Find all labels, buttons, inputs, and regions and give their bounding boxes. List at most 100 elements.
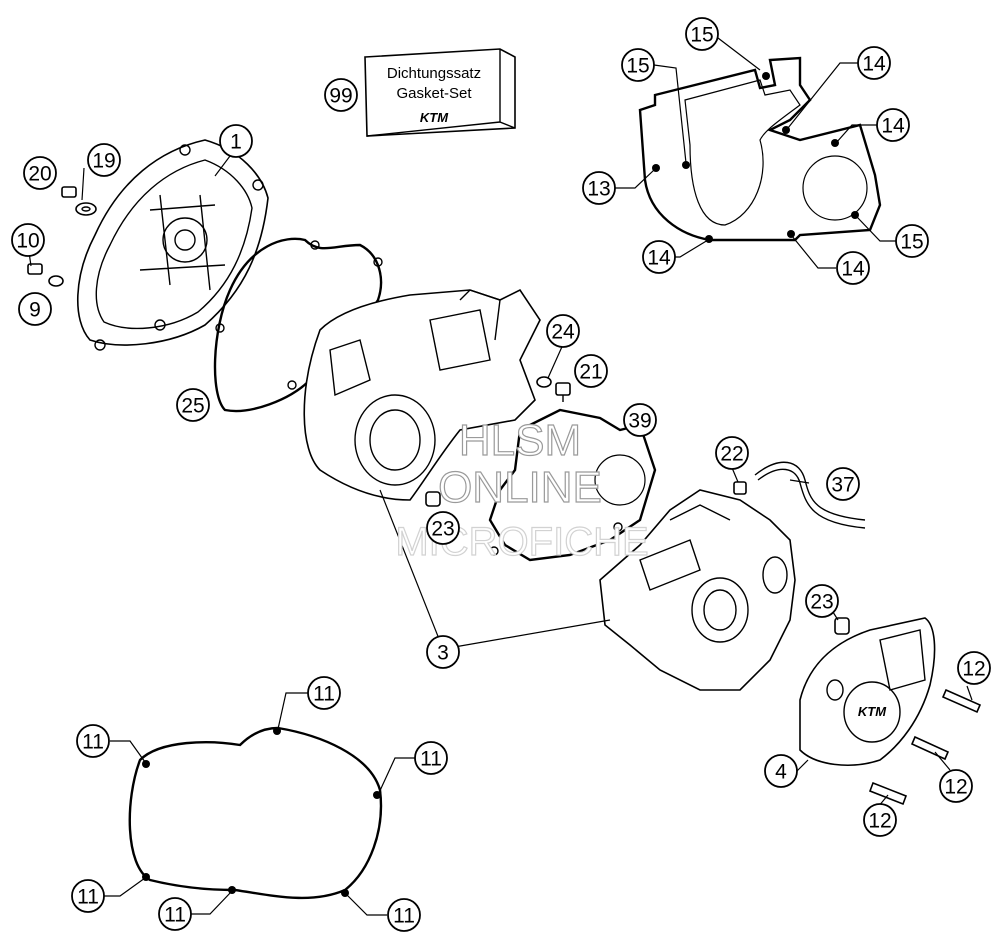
callout-number: 10 <box>16 230 39 253</box>
callout-circle <box>23 156 57 190</box>
callout-number: 11 <box>82 731 104 754</box>
clutch-cover-gasket-upper <box>638 56 882 243</box>
callout-13: 13 <box>582 171 616 205</box>
callout-22: 22 <box>715 436 749 470</box>
callout-11: 11 <box>387 898 421 932</box>
callout-11: 11 <box>414 741 448 775</box>
clutch-cover-bolts <box>868 688 982 806</box>
callout-circle <box>715 436 749 470</box>
callout-circle <box>685 17 719 51</box>
watermark-line-2: ONLINE <box>438 463 602 512</box>
callout-number: 12 <box>962 658 985 681</box>
callout-number: 11 <box>77 886 99 909</box>
callout-number: 4 <box>775 761 787 784</box>
callout-number: 11 <box>313 683 335 706</box>
ignition-cover <box>76 139 269 351</box>
callout-12: 12 <box>957 651 991 685</box>
gasket-set-german-label: Dichtungssatz <box>387 65 481 82</box>
callout-9: 9 <box>18 292 52 326</box>
callout-circle <box>546 314 580 348</box>
callout-number: 1 <box>230 131 242 154</box>
callout-number: 11 <box>420 748 442 771</box>
callout-circle <box>219 124 253 158</box>
callout-number: 14 <box>647 247 671 270</box>
callout-circle <box>826 467 860 501</box>
callout-15: 15 <box>621 48 655 82</box>
callout-number: 14 <box>881 115 905 138</box>
callout-24: 24 <box>546 314 580 348</box>
callout-14: 14 <box>642 240 676 274</box>
callout-number: 24 <box>551 321 575 344</box>
callout-circle <box>957 651 991 685</box>
callout-15: 15 <box>895 224 929 258</box>
callout-number: 14 <box>862 53 886 76</box>
leader-lines <box>28 37 973 916</box>
right-crankcase-half <box>599 489 796 691</box>
callout-number: 22 <box>720 443 743 466</box>
callout-circle <box>574 354 608 388</box>
callout-circle <box>895 224 929 258</box>
callout-number: 9 <box>29 299 41 322</box>
callout-number: 13 <box>587 178 610 201</box>
callout-39: 39 <box>623 403 657 437</box>
dowel-sleeve-left <box>425 491 441 507</box>
gasket-11 <box>128 726 383 900</box>
callout-37: 37 <box>826 467 860 501</box>
callout-circle <box>176 388 210 422</box>
callout-circle <box>642 240 676 274</box>
callout-11: 11 <box>307 676 341 710</box>
callout-circle <box>307 676 341 710</box>
watermark-line-1: HLSM <box>459 416 581 465</box>
callout-12: 12 <box>863 803 897 837</box>
callout-11: 11 <box>158 897 192 931</box>
callout-circle <box>71 879 105 913</box>
callout-circle <box>158 897 192 931</box>
callout-14: 14 <box>857 46 891 80</box>
fasteners-24-21 <box>536 376 571 402</box>
callout-number: 23 <box>810 591 833 614</box>
callout-3: 3 <box>426 635 460 669</box>
callout-number: 99 <box>329 85 352 108</box>
callout-number: 37 <box>831 474 854 497</box>
callout-number: 25 <box>181 395 204 418</box>
callout-number: 21 <box>579 361 602 384</box>
callout-23: 23 <box>426 511 460 545</box>
callout-number: 15 <box>626 55 649 78</box>
callout-circle <box>764 754 798 788</box>
callout-circle <box>582 171 616 205</box>
callout-number: 14 <box>841 258 865 281</box>
callout-circle <box>857 46 891 80</box>
small-fasteners-left <box>27 186 97 287</box>
callout-11: 11 <box>76 724 110 758</box>
callout-number: 20 <box>28 163 51 186</box>
callout-circle <box>426 511 460 545</box>
callout-15: 15 <box>685 17 719 51</box>
left-crankcase-half <box>303 288 541 501</box>
gasket-set-box: Dichtungssatz Gasket-Set KTM <box>364 48 516 137</box>
callout-circle <box>805 584 839 618</box>
callout-number: 11 <box>164 904 186 927</box>
callout-circle <box>621 48 655 82</box>
callout-circle <box>18 292 52 326</box>
callout-21: 21 <box>574 354 608 388</box>
callout-number: 12 <box>944 776 967 799</box>
dowel-sleeve-right <box>834 617 850 635</box>
callout-circle <box>426 635 460 669</box>
callout-4: 4 <box>764 754 798 788</box>
breather-hose <box>733 461 866 529</box>
callout-12: 12 <box>939 769 973 803</box>
callout-14: 14 <box>876 108 910 142</box>
clutch-cover-ktm-logo: KTM <box>858 704 887 719</box>
callout-number: 3 <box>437 642 449 665</box>
clutch-cover: KTM <box>799 617 936 766</box>
crankcase-gasket <box>488 408 657 562</box>
callout-20: 20 <box>23 156 57 190</box>
callout-circle <box>414 741 448 775</box>
callout-circle <box>324 78 358 112</box>
callout-19: 19 <box>87 143 121 177</box>
callout-circle <box>836 251 870 285</box>
callout-circle <box>863 803 897 837</box>
callout-number: 12 <box>868 810 891 833</box>
